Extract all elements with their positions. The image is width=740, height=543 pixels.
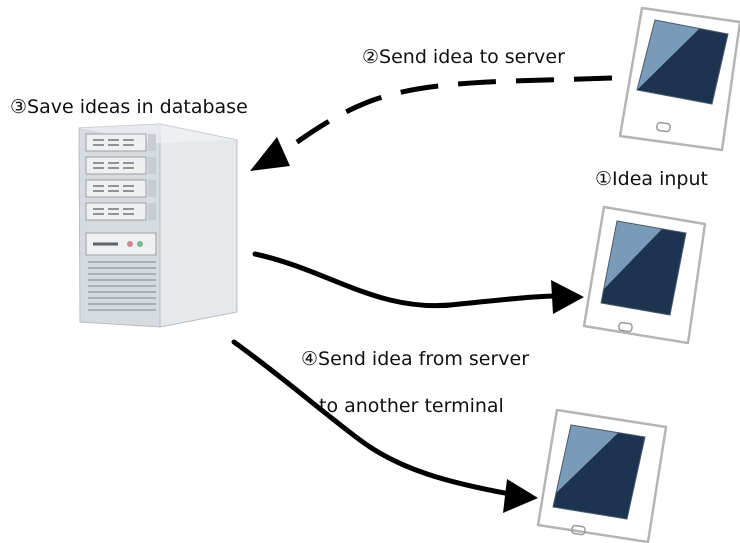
server-vent-grille <box>88 261 156 311</box>
step2-label: ②Send idea to server <box>362 46 565 68</box>
server-drive-bays <box>85 133 156 221</box>
server-optical-drive <box>85 232 157 256</box>
arrow-send-to-server <box>250 75 613 171</box>
tablet-icon <box>618 6 740 152</box>
tablet-icon <box>582 205 707 345</box>
arrow-send-to-another-terminal <box>231 339 538 513</box>
arrow-server-to-tablet <box>252 251 584 314</box>
step1-label: ①Idea input <box>595 168 708 190</box>
step4-label-line2: to another terminal <box>319 395 504 417</box>
server-tower-icon <box>78 123 238 328</box>
step4-label-line1: ④Send idea from server <box>301 348 530 370</box>
tablet-icon <box>536 408 668 543</box>
step3-label: ③Save ideas in database <box>10 96 248 118</box>
